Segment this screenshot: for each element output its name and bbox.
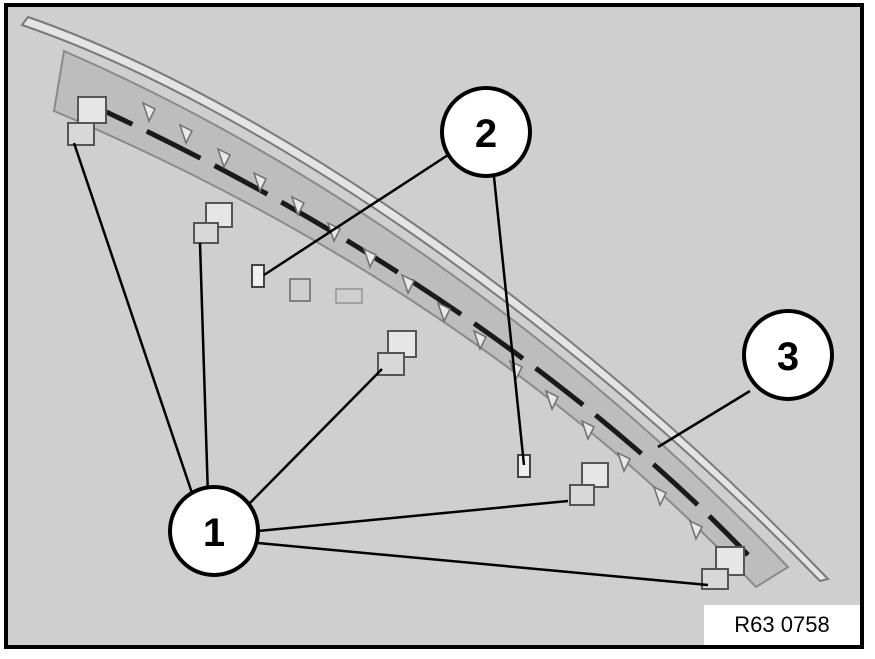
callout-1: 1 [168,485,260,577]
callout-3-label: 3 [777,335,799,379]
leader-line-3 [657,389,751,449]
callout-2-label: 2 [475,112,497,156]
trim-top-edge [20,15,830,583]
clip-1e [701,546,745,590]
trim-ribs [141,101,704,541]
leader-lines-1 [72,142,709,587]
clip-1c [377,330,417,376]
clip-1a [67,96,107,146]
strip-marking [335,288,363,304]
pin-2a [251,264,265,288]
callout-1-label: 1 [203,511,225,555]
diagram-frame: 1 2 3 R63 0758 [4,3,864,649]
callout-2: 2 [440,86,532,178]
clip-1d [569,462,609,506]
diagram-canvas: 1 2 3 [8,7,860,645]
figure-reference-code: R63 0758 [704,605,860,645]
callout-3: 3 [742,309,834,401]
clip-1b [193,202,233,244]
strip-tab [289,278,311,302]
trim-channel-line [76,96,750,557]
trim-strip-body [52,49,790,589]
leader-lines-2 [263,153,526,466]
